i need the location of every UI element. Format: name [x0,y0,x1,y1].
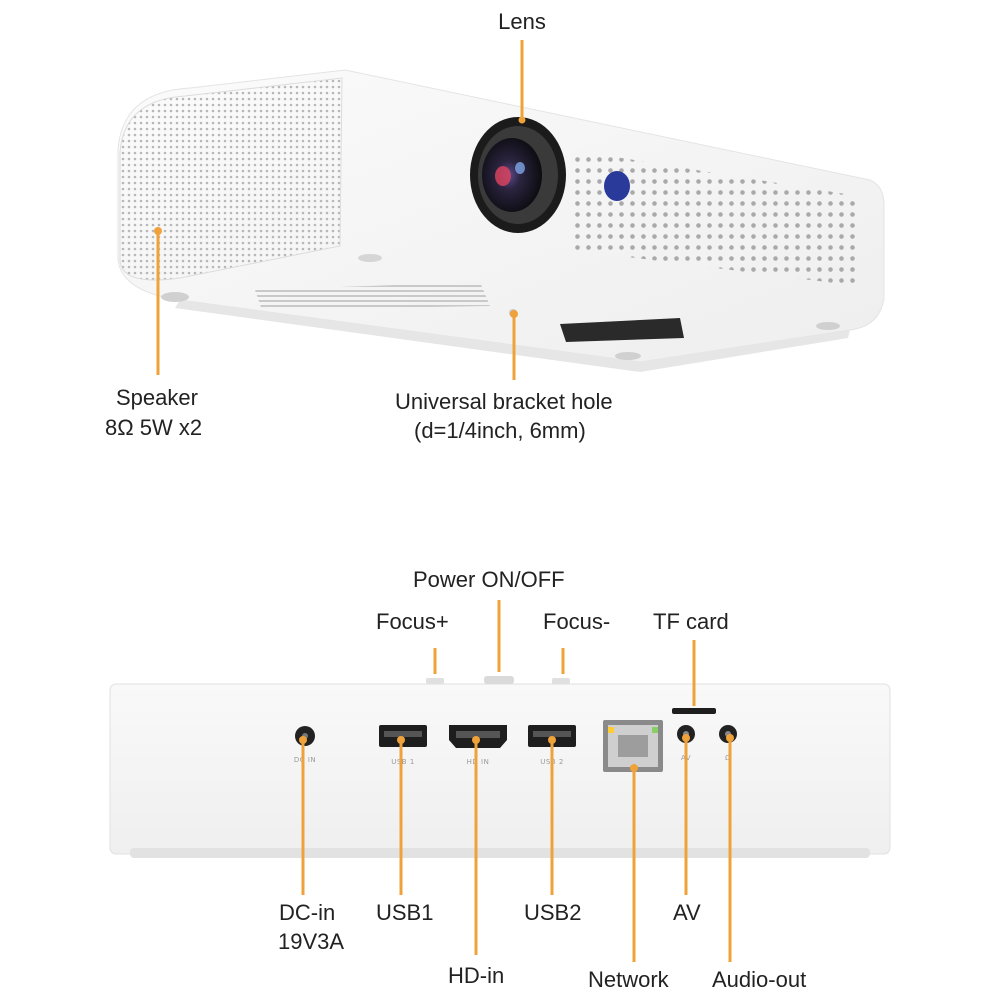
hd-port-print: HD IN [467,758,490,766]
usb1-port-print: USB 1 [391,758,415,766]
label-audio-out: Audio-out [712,967,807,992]
label-hd-in: HD-in [448,963,505,988]
label-bracket-size: (d=1/4inch, 6mm) [414,418,586,443]
label-av: AV [673,900,701,925]
rear-leader-lines [299,600,734,962]
label-usb2: USB2 [524,900,582,925]
label-usb1: USB1 [376,900,434,925]
audio-port-print: Ω [725,754,731,762]
label-bracket-hole: Universal bracket hole [395,389,613,414]
top-leader-lines [154,40,526,380]
dc-port-print: DC IN [294,756,316,764]
label-lens: Lens [498,9,546,34]
label-dc-spec: 19V3A [278,929,345,954]
projector-rear-view: DC IN USB 1 HD IN USB 2 AV Ω [109,676,891,858]
label-speaker: Speaker [116,385,198,410]
label-tf-card: TF card [653,609,729,634]
lens [470,117,566,233]
label-power: Power ON/OFF [413,567,565,592]
projector-top-view [117,69,885,372]
label-focus-minus: Focus- [543,609,611,634]
label-network: Network [588,967,669,992]
label-focus-plus: Focus+ [376,609,449,634]
label-speaker-spec: 8Ω 5W x2 [105,415,203,440]
label-dc-in: DC-in [279,900,336,925]
